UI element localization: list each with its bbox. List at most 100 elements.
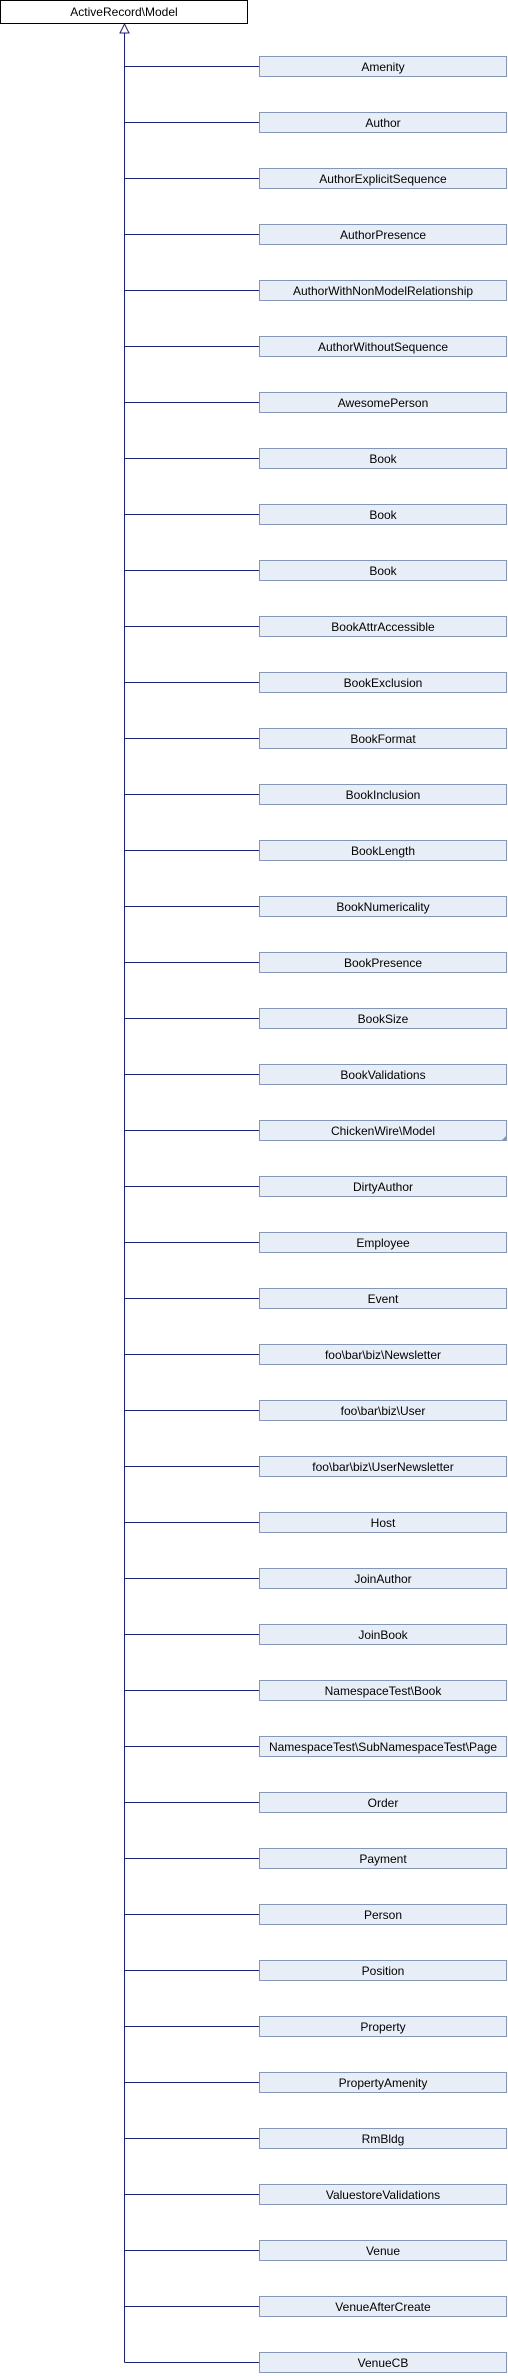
child-node[interactable]: Property: [259, 2016, 507, 2037]
child-node-label: ChickenWire\Model: [331, 1124, 435, 1138]
child-node-box: [259, 1624, 507, 1645]
child-node-box: [259, 1008, 507, 1029]
child-node-box: [259, 784, 507, 805]
child-node-label: DirtyAuthor: [353, 1180, 413, 1194]
child-node[interactable]: JoinBook: [259, 1624, 507, 1645]
child-node-label: Book: [369, 452, 397, 466]
child-node[interactable]: RmBldg: [259, 2128, 507, 2149]
subclass-indicator-icon: [501, 1135, 507, 1141]
child-node[interactable]: BookAttrAccessible: [259, 616, 507, 637]
child-node[interactable]: Author: [259, 112, 507, 133]
child-node-box: [259, 1400, 507, 1421]
child-node[interactable]: NamespaceTest\Book: [259, 1680, 507, 1701]
child-node[interactable]: foo\bar\biz\User: [259, 1400, 507, 1421]
child-node-box: [259, 1456, 507, 1477]
child-node[interactable]: ValuestoreValidations: [259, 2184, 507, 2205]
child-node[interactable]: PropertyAmenity: [259, 2072, 507, 2093]
child-node-label: BookFormat: [350, 732, 416, 746]
child-node[interactable]: ChickenWire\Model: [259, 1120, 507, 1141]
child-node[interactable]: AuthorPresence: [259, 224, 507, 245]
child-node-label: Book: [369, 508, 397, 522]
child-node[interactable]: Book: [259, 504, 507, 525]
child-node-label: foo\bar\biz\UserNewsletter: [312, 1460, 453, 1474]
child-node[interactable]: foo\bar\biz\UserNewsletter: [259, 1456, 507, 1477]
child-node-label: foo\bar\biz\Newsletter: [325, 1348, 441, 1362]
child-node-box: [259, 448, 507, 469]
child-node-box: [259, 2184, 507, 2205]
child-node-label: Host: [371, 1516, 396, 1530]
child-node-label: VenueCB: [358, 2356, 409, 2370]
child-node-box: [259, 392, 507, 413]
child-node-label: BookLength: [351, 844, 415, 858]
child-node[interactable]: foo\bar\biz\Newsletter: [259, 1344, 507, 1365]
child-node-box: [259, 280, 507, 301]
child-node-label: Payment: [359, 1852, 407, 1866]
child-node[interactable]: DirtyAuthor: [259, 1176, 507, 1197]
child-node[interactable]: AuthorWithNonModelRelationship: [259, 280, 507, 301]
child-node-label: ValuestoreValidations: [326, 2188, 440, 2202]
child-node-box: [259, 1120, 507, 1141]
child-node[interactable]: Host: [259, 1512, 507, 1533]
child-node-box: [259, 2296, 507, 2317]
child-node-box: [259, 112, 507, 133]
child-node-box: [259, 1288, 507, 1309]
child-node[interactable]: AuthorWithoutSequence: [259, 336, 507, 357]
child-node[interactable]: Book: [259, 448, 507, 469]
child-node-box: [259, 616, 507, 637]
child-node-label: BookSize: [358, 1012, 409, 1026]
child-node-box: [259, 952, 507, 973]
child-node-box: [259, 1232, 507, 1253]
child-node-box: [259, 1344, 507, 1365]
child-node-label: AuthorWithNonModelRelationship: [293, 284, 473, 298]
child-node[interactable]: AuthorExplicitSequence: [259, 168, 507, 189]
child-node-box: [259, 504, 507, 525]
child-node[interactable]: Payment: [259, 1848, 507, 1869]
child-node[interactable]: Event: [259, 1288, 507, 1309]
child-node[interactable]: BookPresence: [259, 952, 507, 973]
child-node[interactable]: Person: [259, 1904, 507, 1925]
child-node-box: [259, 2240, 507, 2261]
child-node[interactable]: NamespaceTest\SubNamespaceTest\Page: [259, 1736, 507, 1757]
child-node-label: BookExclusion: [344, 676, 423, 690]
child-node-label: NamespaceTest\SubNamespaceTest\Page: [269, 1740, 497, 1754]
child-node[interactable]: Position: [259, 1960, 507, 1981]
child-node-box: [259, 1176, 507, 1197]
child-node[interactable]: Venue: [259, 2240, 507, 2261]
child-node[interactable]: BookSize: [259, 1008, 507, 1029]
child-node-label: PropertyAmenity: [339, 2076, 428, 2090]
child-node[interactable]: BookLength: [259, 840, 507, 861]
inheritance-arrowhead: [119, 22, 130, 34]
child-node[interactable]: JoinAuthor: [259, 1568, 507, 1589]
child-node[interactable]: Order: [259, 1792, 507, 1813]
root-node[interactable]: ActiveRecord\Model: [0, 0, 248, 24]
child-node-label: Person: [364, 1908, 402, 1922]
child-node-label: Amenity: [361, 60, 404, 74]
child-node-label: RmBldg: [362, 2132, 405, 2146]
child-node-label: JoinBook: [358, 1628, 408, 1642]
child-node-label: AwesomePerson: [338, 396, 429, 410]
child-node-label: BookValidations: [340, 1068, 425, 1082]
child-node-label: BookPresence: [344, 956, 422, 970]
root-node-label: ActiveRecord\Model: [70, 5, 177, 19]
child-node[interactable]: BookInclusion: [259, 784, 507, 805]
child-node-box: [259, 2072, 507, 2093]
child-node-label: VenueAfterCreate: [335, 2300, 431, 2314]
child-node[interactable]: Book: [259, 560, 507, 581]
child-node-box: [259, 1064, 507, 1085]
child-node[interactable]: BookValidations: [259, 1064, 507, 1085]
child-node[interactable]: BookExclusion: [259, 672, 507, 693]
child-node[interactable]: VenueAfterCreate: [259, 2296, 507, 2317]
child-node[interactable]: BookFormat: [259, 728, 507, 749]
child-node-label: BookInclusion: [346, 788, 421, 802]
child-node[interactable]: VenueCB: [259, 2352, 507, 2373]
child-node-box: [259, 560, 507, 581]
child-node-label: AuthorExplicitSequence: [319, 172, 447, 186]
child-node[interactable]: Employee: [259, 1232, 507, 1253]
child-node-box: [259, 1512, 507, 1533]
child-node[interactable]: BookNumericality: [259, 896, 507, 917]
child-node-box: [259, 672, 507, 693]
child-node-label: AuthorWithoutSequence: [318, 340, 448, 354]
child-node-label: JoinAuthor: [354, 1572, 411, 1586]
child-node[interactable]: Amenity: [259, 56, 507, 77]
child-node[interactable]: AwesomePerson: [259, 392, 507, 413]
